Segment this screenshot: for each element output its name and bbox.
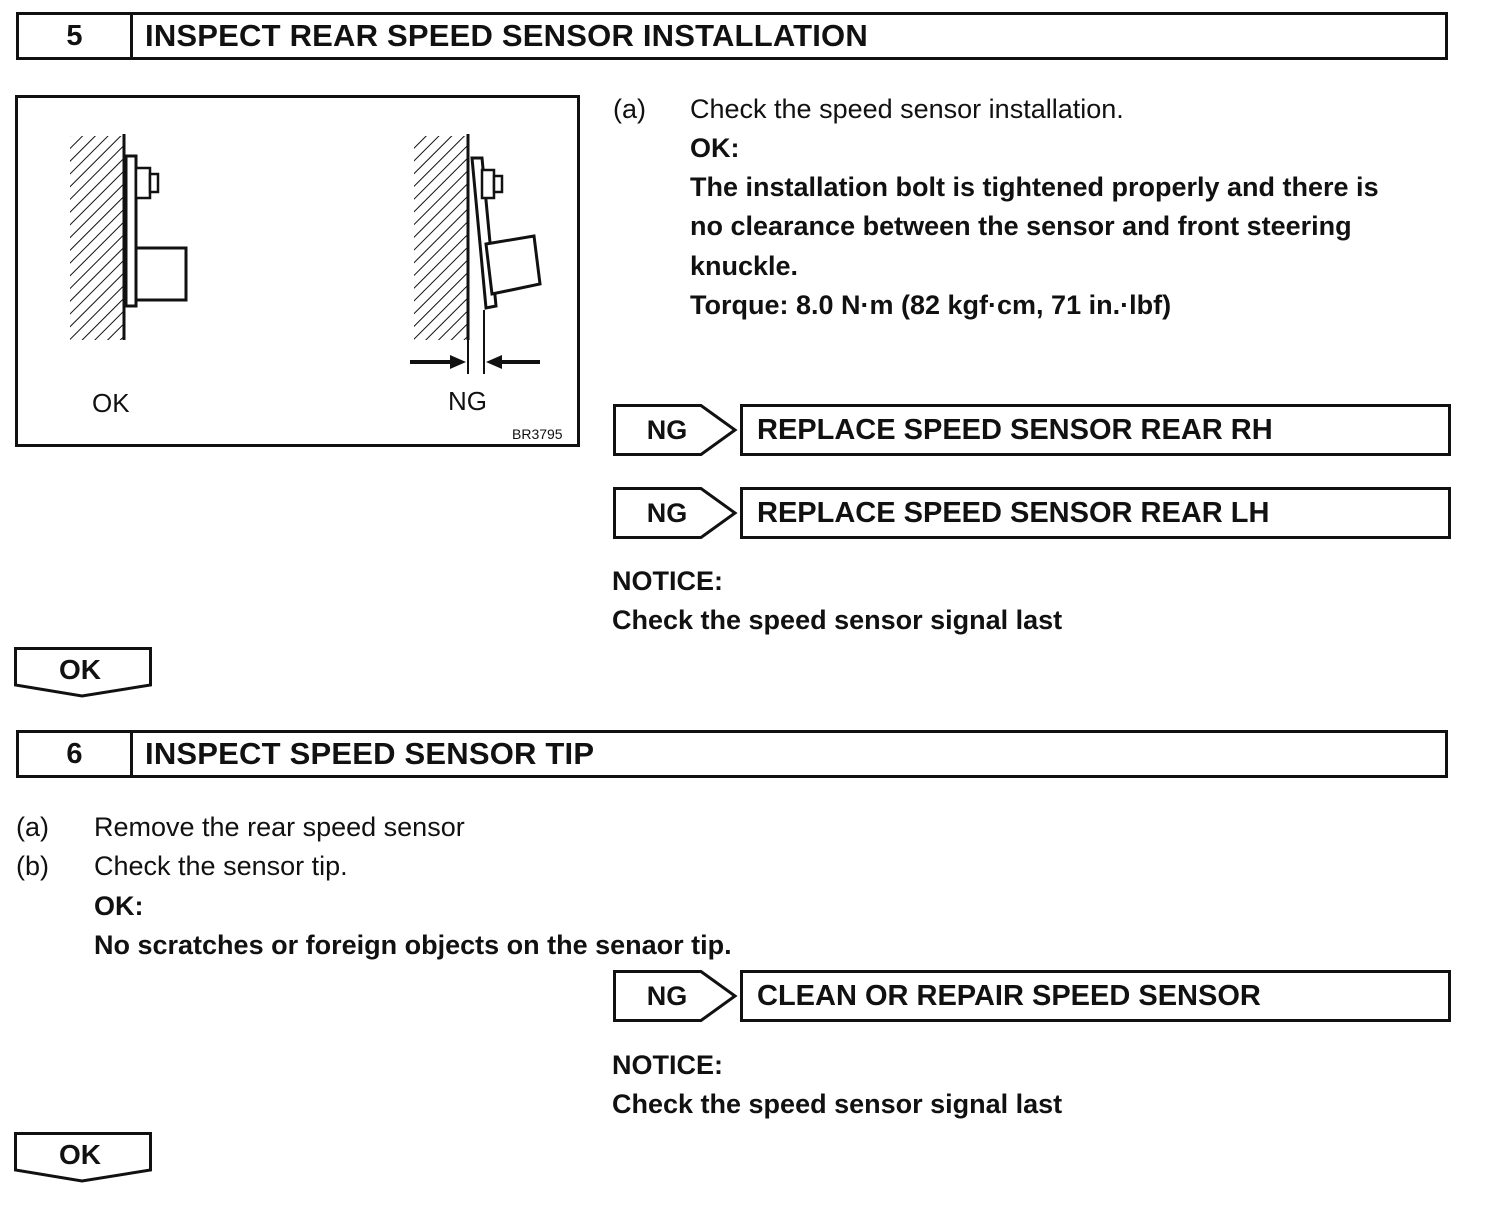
step-5-title: INSPECT REAR SPEED SENSOR INSTALLATION xyxy=(145,18,868,53)
step-6-b-text: Check the sensor tip. xyxy=(94,851,348,881)
figure-ok-label: OK xyxy=(92,388,130,418)
step-6-ok-box: OK xyxy=(14,1132,152,1184)
step-5-notice-text: Check the speed sensor signal last xyxy=(612,605,1063,635)
step-5-notice-heading: NOTICE: xyxy=(612,566,723,596)
step-6-notice-text: Check the speed sensor signal last xyxy=(612,1089,1063,1119)
ng-tag-label: NG xyxy=(646,497,688,528)
ng-tag-label: NG xyxy=(646,414,688,445)
step-6-b-marker: (b) xyxy=(16,851,49,881)
step-5-ok-line-1: The installation bolt is tightened prope… xyxy=(690,172,1379,202)
step-5-torque: Torque: 8.0 N·m (82 kgf·cm, 71 in.·lbf) xyxy=(690,290,1172,320)
step-6-ok-text: No scratches or foreign objects on the s… xyxy=(94,930,732,960)
step-6-notice-heading: NOTICE: xyxy=(612,1050,723,1080)
step-6-ok-heading: OK: xyxy=(94,891,144,921)
step-6-number: 6 xyxy=(19,733,133,775)
figure-ng-label: NG xyxy=(448,386,487,416)
step-6-a-text: Remove the rear speed sensor xyxy=(94,812,465,842)
step-6-title: INSPECT SPEED SENSOR TIP xyxy=(145,736,595,771)
ng-row-rh: NG REPLACE SPEED SENSOR REAR RH xyxy=(613,404,1451,456)
step-6-ok-label: OK xyxy=(59,1139,101,1170)
ng-row-clean-repair: NG CLEAN OR REPAIR SPEED SENSOR xyxy=(613,970,1451,1022)
step-5-a-text: Check the speed sensor installation. xyxy=(690,94,1124,124)
ng-result-replace-lh: REPLACE SPEED SENSOR REAR LH xyxy=(740,487,1451,539)
step-5-ok-line-2: no clearance between the sensor and fron… xyxy=(690,211,1352,241)
step-5-ok-heading: OK: xyxy=(690,133,740,163)
ng-tag: NG xyxy=(613,970,739,1022)
step-6-a-marker: (a) xyxy=(16,812,49,842)
figure-code: BR3795 xyxy=(512,426,563,442)
sensor-installation-figure: OK NG BR3795 xyxy=(15,95,580,447)
ng-result-replace-rh: REPLACE SPEED SENSOR REAR RH xyxy=(740,404,1451,456)
ng-result-clean-repair: CLEAN OR REPAIR SPEED SENSOR xyxy=(740,970,1451,1022)
ng-tag: NG xyxy=(613,404,739,456)
ng-row-lh: NG REPLACE SPEED SENSOR REAR LH xyxy=(613,487,1451,539)
ng-tag: NG xyxy=(613,487,739,539)
step-5-ok-label: OK xyxy=(59,654,101,685)
sensor-installation-illustration xyxy=(70,134,542,374)
ng-tag-label: NG xyxy=(646,980,688,1011)
step-6-header: 6 INSPECT SPEED SENSOR TIP xyxy=(16,730,1448,778)
step-5-header: 5 INSPECT REAR SPEED SENSOR INSTALLATION xyxy=(16,12,1448,60)
step-5-number: 5 xyxy=(19,15,133,57)
step-5-ok-line-3: knuckle. xyxy=(690,251,799,281)
step-5-ok-box: OK xyxy=(14,647,152,699)
step-5-a-marker: (a) xyxy=(613,94,646,124)
